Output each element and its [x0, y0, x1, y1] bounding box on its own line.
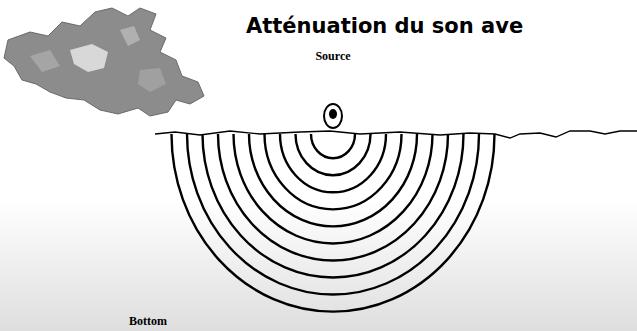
canada-map	[4, 8, 204, 116]
water-surface	[155, 131, 637, 138]
sound-wavefronts	[324, 104, 342, 128]
wavefront-arc	[203, 134, 464, 278]
label: Bottom	[129, 314, 167, 329]
wavefront-arc	[249, 134, 417, 226]
wavefront-arc	[296, 134, 371, 175]
sound-wavefronts	[172, 134, 495, 312]
wavefront-arc	[265, 134, 402, 209]
wavefront-arc	[172, 134, 495, 312]
source-point	[329, 109, 337, 119]
wavefront-arc	[280, 134, 386, 192]
wavefront-arc	[311, 134, 355, 158]
wavefront-arc	[218, 134, 448, 261]
label: Source	[315, 49, 350, 64]
wavefront-arc	[234, 134, 433, 243]
title: Atténuation du son ave	[246, 14, 523, 38]
